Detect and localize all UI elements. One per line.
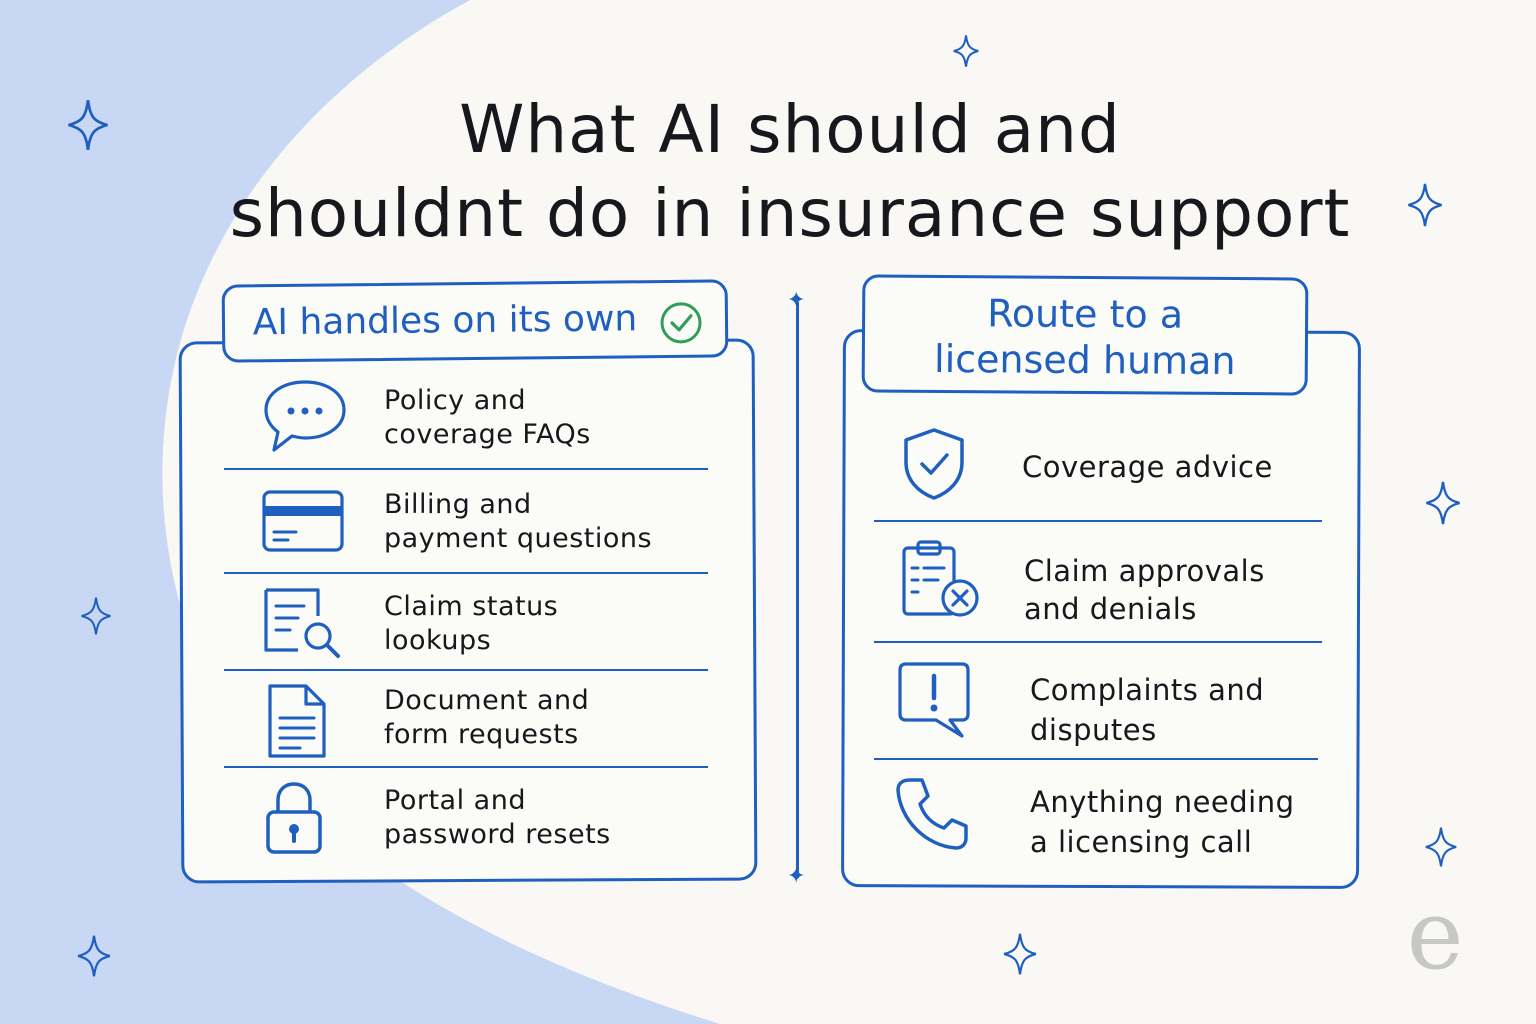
divider xyxy=(224,669,708,671)
divider xyxy=(874,641,1322,643)
brand-logo: e xyxy=(1406,879,1464,991)
document-icon xyxy=(268,684,326,758)
check-circle-icon xyxy=(660,302,702,344)
divider xyxy=(874,758,1318,760)
ai-handles-heading-label: AI handles on its own xyxy=(252,298,638,344)
item-label: Policy and coverage FAQs xyxy=(384,385,591,450)
padlock-icon xyxy=(266,782,322,854)
item-label: Anything needing a licensing call xyxy=(1030,785,1295,859)
shield-check-icon xyxy=(904,428,964,500)
sparkle-icon xyxy=(1003,933,1037,975)
sparkle-icon xyxy=(77,935,111,977)
list-item: Anything needing a licensing call xyxy=(842,768,1360,878)
list-item: Claim approvals and denials xyxy=(842,530,1360,636)
page-title-line-2: shouldnt do in insurance support xyxy=(229,175,1351,252)
divider-end-top: ✦ xyxy=(787,288,806,313)
list-item: Claim status lookups xyxy=(180,580,756,670)
divider-end-bottom: ✦ xyxy=(787,864,806,889)
list-item: Billing and payment questions xyxy=(180,476,756,572)
list-item: Document and form requests xyxy=(180,676,756,768)
ai-handles-heading: AI handles on its own xyxy=(221,279,729,363)
sparkle-icon xyxy=(68,99,108,151)
route-to-human-heading-label: Route to a licensed human xyxy=(933,291,1236,384)
item-label: Document and form requests xyxy=(384,685,590,750)
page-title: What AI should and shouldnt do in insura… xyxy=(200,88,1380,256)
sparkle-icon xyxy=(1408,183,1442,227)
item-label: Claim approvals and denials xyxy=(1024,554,1265,626)
sparkle-icon xyxy=(953,35,979,67)
sparkle-icon xyxy=(1425,827,1457,867)
list-item: Policy and coverage FAQs xyxy=(180,372,756,468)
item-label: Complaints and disputes xyxy=(1030,673,1265,747)
item-label: Claim status lookups xyxy=(384,591,559,656)
divider xyxy=(224,766,708,768)
credit-card-icon xyxy=(262,490,344,552)
list-item: Coverage advice xyxy=(842,418,1360,518)
phone-icon xyxy=(896,778,968,850)
divider xyxy=(874,520,1322,522)
sparkle-icon xyxy=(81,597,111,635)
speech-bubble-icon xyxy=(264,380,346,452)
center-divider xyxy=(796,302,799,878)
alert-bubble-icon xyxy=(898,662,970,738)
item-label: Coverage advice xyxy=(1022,450,1273,484)
item-label: Billing and payment questions xyxy=(384,489,653,554)
document-search-icon xyxy=(264,588,340,658)
item-label: Portal and password resets xyxy=(384,785,611,850)
clipboard-x-icon xyxy=(902,540,979,617)
list-item: Portal and password resets xyxy=(180,774,756,874)
divider xyxy=(224,468,708,470)
list-item: Complaints and disputes xyxy=(842,650,1360,756)
divider xyxy=(224,572,708,574)
route-to-human-heading: Route to a licensed human xyxy=(861,274,1309,396)
page-title-line-1: What AI should and xyxy=(459,91,1121,168)
sparkle-icon xyxy=(1426,481,1460,525)
